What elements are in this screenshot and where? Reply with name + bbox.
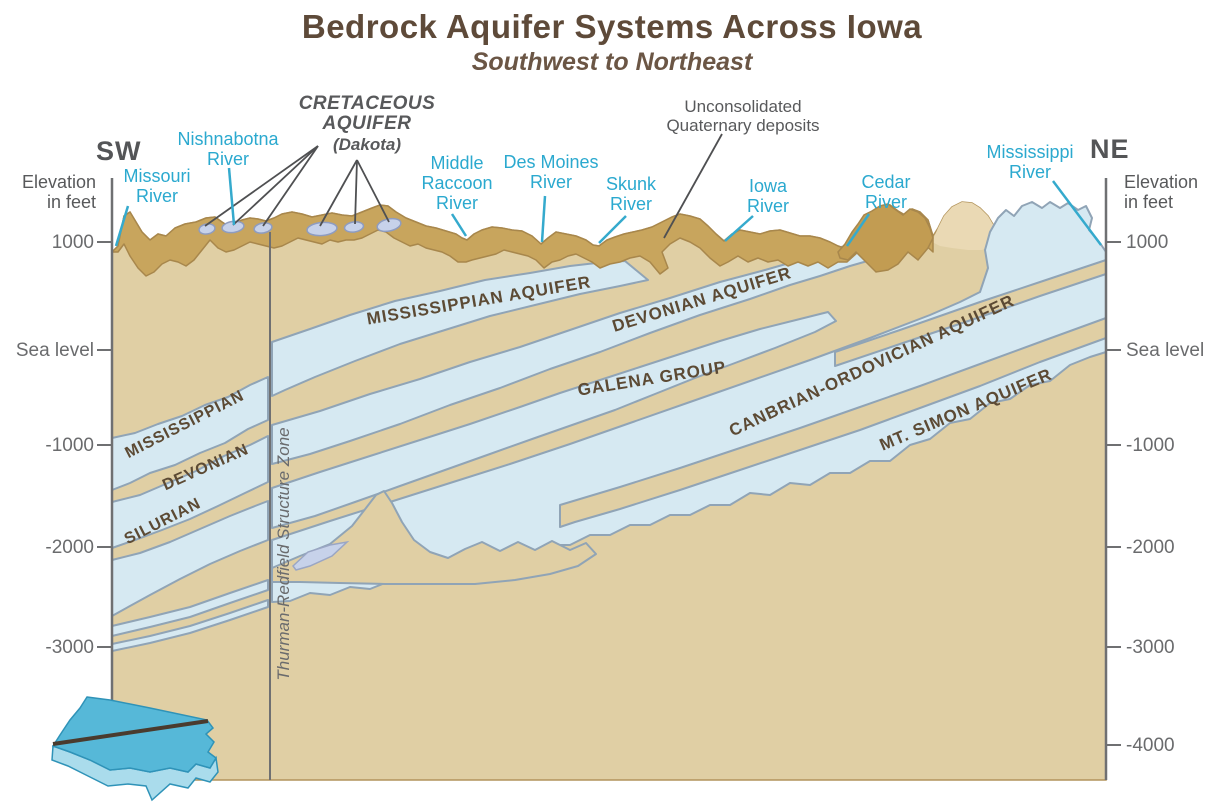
river-label-middle-raccoon: Middle Raccoon River [421, 153, 493, 213]
cretaceous-leader [204, 145, 319, 227]
river-leader-middle-raccoon [450, 213, 468, 237]
mississippian-band-west [111, 376, 269, 491]
cretaceous-leader [356, 159, 390, 223]
page-subtitle: Southwest to Northeast [471, 48, 753, 76]
separator-lower [559, 317, 1107, 528]
cross-section-line [52, 719, 209, 746]
cretaceous-leader [232, 145, 319, 226]
river-label-mississippi: Mississippi River [986, 142, 1074, 182]
quaternary-deposits-label: Unconsolidated Quaternary deposits [666, 97, 820, 135]
left-tick-sea-level: Sea level [15, 340, 94, 361]
river-leader-cedar [845, 213, 871, 247]
river-leader-nishnabotna [227, 167, 236, 226]
structure-zone-label: Thurman-Redfield Structure Zone [274, 427, 293, 681]
river-leader-mississippi [1052, 180, 1102, 246]
right-axis-caption: Elevation in feet [1124, 172, 1199, 212]
cretaceous-dakota-label: (Dakota) [332, 135, 401, 154]
basement-peninsula [271, 490, 597, 585]
left-tick--2000: -2000 [45, 537, 94, 558]
river-leaders [114, 167, 1102, 247]
river-label-iowa: Iowa River [746, 176, 789, 216]
right-tick--1000: -1000 [1126, 435, 1175, 456]
galena-group-band [271, 311, 837, 529]
river-label-des-moines: Des Moines River [503, 152, 599, 192]
cretaceous-leader [354, 159, 358, 225]
quaternary-leader [663, 133, 723, 239]
right-tick--4000: -4000 [1126, 735, 1175, 756]
right-tick-sea-level: Sea level [1126, 340, 1205, 361]
cretaceous-leader [262, 145, 319, 227]
right-tick-1000: 1000 [1126, 232, 1169, 253]
mississippian-aquifer-band [271, 260, 649, 397]
river-leader-missouri [114, 205, 130, 247]
dakota-patch [343, 221, 365, 233]
river-label-missouri: Missouri River [123, 166, 191, 206]
right-tick--3000: -3000 [1126, 637, 1175, 658]
thin-band-west-1 [111, 579, 269, 637]
devonian-band-west [111, 435, 269, 549]
river-label-nishnabotna: Nishnabotna River [177, 129, 279, 169]
river-leader-skunk [598, 215, 627, 244]
right-tick--2000: -2000 [1126, 537, 1175, 558]
left-tick--3000: -3000 [45, 637, 94, 658]
compass-sw: SW [96, 136, 142, 166]
loess-hill [932, 202, 997, 250]
cretaceous-aquifer-label: CRETACEOUS AQUIFER [298, 93, 436, 134]
left-tick-1000: 1000 [51, 232, 94, 253]
silurian-band-west [111, 500, 269, 617]
cretaceous-sliver [291, 540, 350, 571]
compass-ne: NE [1090, 134, 1130, 164]
dakota-patch [221, 220, 245, 234]
left-axis-caption: Elevation in feet [21, 172, 96, 212]
river-leader-des-moines [540, 195, 547, 243]
west-aquifer-bands [111, 376, 269, 652]
dakota-patch [198, 223, 216, 235]
left-tick--1000: -1000 [45, 435, 94, 456]
axis-ticks [97, 241, 1121, 746]
elevation-axes [110, 178, 1108, 780]
dakota-patches [198, 217, 402, 237]
page-title: Bedrock Aquifer Systems Across Iowa [301, 8, 923, 45]
river-label-skunk: Skunk River [605, 174, 657, 214]
river-label-cedar: Cedar River [861, 172, 911, 212]
thin-band-west-2 [111, 599, 269, 652]
iowa-inset-map [51, 696, 219, 802]
glacial-hills [837, 203, 934, 273]
river-leader-iowa [724, 215, 754, 242]
annotation-leaders [204, 133, 723, 239]
dakota-patch [253, 222, 273, 234]
cretaceous-leader [319, 159, 358, 227]
